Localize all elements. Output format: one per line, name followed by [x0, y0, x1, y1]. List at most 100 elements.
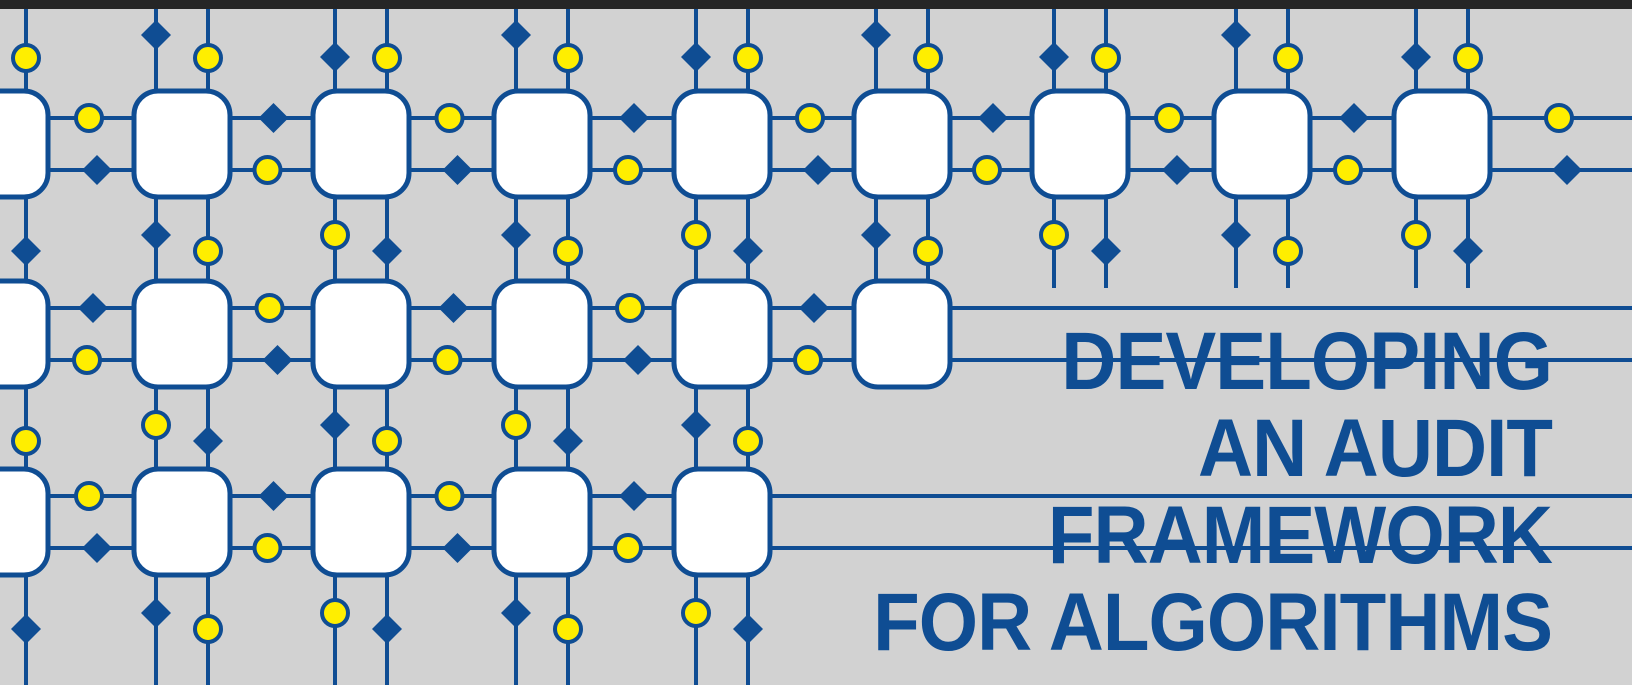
page-title: DEVELOPING AN AUDIT FRAMEWORK FOR ALGORI… [873, 316, 1553, 668]
rounded-square-node [491, 88, 593, 200]
diamond-connector-icon [141, 20, 171, 50]
circle-connector-icon [615, 293, 645, 323]
circle-connector-icon [795, 103, 825, 133]
circle-connector-icon [1401, 220, 1431, 250]
circle-connector-icon [320, 598, 350, 628]
diamond-connector-icon [82, 533, 112, 563]
diamond-connector-icon [82, 155, 112, 185]
rounded-square-node [491, 466, 593, 578]
circle-connector-icon [613, 155, 643, 185]
diamond-connector-icon [442, 155, 473, 185]
title-line-3: FRAMEWORK [1047, 490, 1553, 581]
circle-connector-icon [553, 614, 583, 644]
circle-connector-icon [1453, 43, 1483, 73]
circle-connector-icon [141, 410, 171, 440]
circle-connector-icon [913, 236, 943, 266]
rounded-square-node [310, 466, 412, 578]
circle-connector-icon [1091, 43, 1121, 73]
diamond-connector-icon [258, 103, 289, 133]
circle-connector-icon [372, 43, 402, 73]
circle-connector-icon [11, 43, 41, 73]
diamond-connector-icon [372, 614, 402, 644]
rounded-square-node [0, 88, 51, 200]
diamond-connector-icon [978, 103, 1008, 133]
circle-connector-icon [1333, 155, 1363, 185]
circle-connector-icon [553, 43, 583, 73]
rounded-square-node [851, 88, 953, 200]
diamond-connector-icon [78, 293, 108, 323]
rounded-square-node [0, 466, 51, 578]
diamond-connector-icon [442, 533, 473, 563]
circle-connector-icon [913, 43, 943, 73]
circle-connector-icon [193, 236, 223, 266]
title-line-4: FOR ALGORITHMS [873, 577, 1553, 668]
circle-connector-icon [372, 426, 402, 456]
diamond-connector-icon [258, 481, 289, 511]
diamond-connector-icon [320, 410, 350, 440]
diamond-connector-icon [733, 236, 763, 266]
circle-connector-icon [501, 410, 531, 440]
circle-connector-icon [1544, 103, 1574, 133]
circle-connector-icon [432, 345, 463, 375]
circle-connector-icon [972, 155, 1002, 185]
diamond-connector-icon [1221, 20, 1251, 50]
diamond-connector-icon [803, 155, 833, 185]
diamond-connector-icon [861, 20, 891, 50]
circle-connector-icon [254, 293, 285, 323]
diamond-connector-icon [1552, 155, 1582, 185]
circle-connector-icon [1039, 220, 1069, 250]
rounded-square-node [131, 278, 233, 390]
rounded-square-node [310, 88, 412, 200]
diamond-connector-icon [438, 293, 469, 323]
rounded-square-node [131, 466, 233, 578]
rounded-square-node [671, 466, 773, 578]
circle-connector-icon [193, 614, 223, 644]
circle-connector-icon [733, 426, 763, 456]
circle-connector-icon [1273, 236, 1303, 266]
diamond-connector-icon [141, 598, 171, 628]
circle-connector-icon [74, 481, 104, 511]
circle-connector-icon [434, 103, 465, 133]
diamond-connector-icon [141, 220, 171, 250]
circle-connector-icon [11, 426, 41, 456]
circle-connector-icon [681, 598, 711, 628]
rounded-square-node [1211, 88, 1313, 200]
diamond-connector-icon [193, 426, 223, 456]
diamond-connector-icon [553, 426, 583, 456]
circle-connector-icon [252, 155, 283, 185]
diamond-connector-icon [681, 410, 711, 440]
diamond-connector-icon [619, 481, 649, 511]
circle-connector-icon [681, 220, 711, 250]
title-line-1: DEVELOPING [1061, 316, 1553, 407]
diamond-connector-icon [1453, 236, 1483, 266]
rounded-square-node [0, 278, 51, 390]
diamond-connector-icon [11, 614, 41, 644]
circle-connector-icon [193, 43, 223, 73]
rounded-square-node [1029, 88, 1131, 200]
circle-connector-icon [553, 236, 583, 266]
top-bar [0, 0, 1632, 9]
circle-connector-icon [733, 43, 763, 73]
title-line-2: AN AUDIT [1197, 403, 1553, 494]
circle-connector-icon [1273, 43, 1303, 73]
diamond-connector-icon [1221, 220, 1251, 250]
circle-connector-icon [72, 345, 102, 375]
circle-connector-icon [793, 345, 823, 375]
rounded-square-node [1391, 88, 1493, 200]
diamond-connector-icon [619, 103, 649, 133]
diamond-connector-icon [1162, 155, 1192, 185]
diamond-connector-icon [372, 236, 402, 266]
circle-connector-icon [252, 533, 283, 563]
diamond-connector-icon [501, 20, 531, 50]
circle-connector-icon [1154, 103, 1184, 133]
rounded-square-node [671, 88, 773, 200]
diamond-connector-icon [1339, 103, 1369, 133]
diamond-connector-icon [733, 614, 763, 644]
diamond-connector-icon [11, 236, 41, 266]
diamond-connector-icon [799, 293, 829, 323]
rounded-square-node [671, 278, 773, 390]
circle-connector-icon [320, 220, 350, 250]
diamond-connector-icon [1401, 42, 1431, 72]
diamond-connector-icon [1091, 236, 1121, 266]
diamond-connector-icon [262, 345, 293, 375]
